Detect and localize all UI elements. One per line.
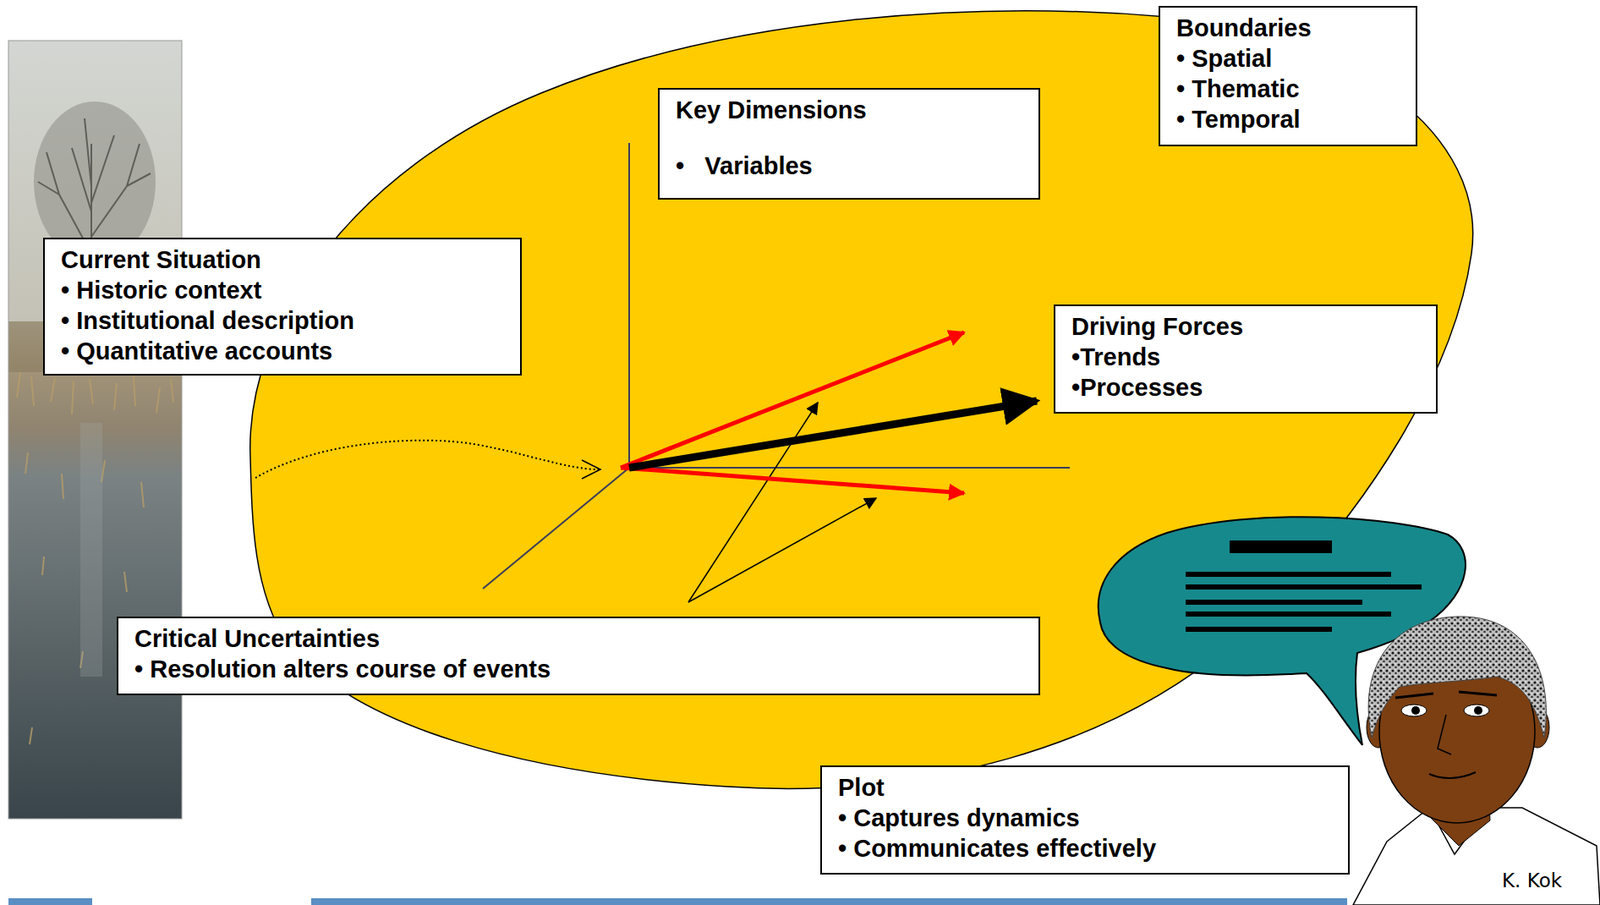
bullet-item: •Trends (1071, 341, 1420, 373)
bullet-item: • Communicates effectively (838, 832, 1332, 864)
text-box: Key Dimensions • Variables (657, 87, 1041, 200)
text-box: Current Situation• Historic context• Ins… (43, 237, 522, 376)
text-box: Driving Forces•Trends•Processes (1053, 304, 1438, 414)
bullet-item: • Captures dynamics (838, 802, 1332, 833)
box-heading: Critical Uncertainties (134, 623, 1023, 654)
author-signature: K. Kok (1501, 869, 1562, 892)
bullet-item: • Variables (675, 150, 1023, 181)
bullet-item: • Temporal (1176, 104, 1400, 135)
bullet-item: • Historic context (60, 274, 505, 306)
text-box: Boundaries• Spatial• Thematic• Temporal (1158, 5, 1418, 147)
text-box: Plot• Captures dynamics• Communicates ef… (820, 765, 1350, 875)
box-heading: Plot (838, 772, 1332, 803)
bullet-item: • Institutional description (60, 305, 505, 336)
bullet-item: •Processes (1071, 372, 1420, 403)
box-heading: Current Situation (60, 244, 505, 275)
bullet-item: • Thematic (1176, 73, 1400, 105)
box-heading: Driving Forces (1071, 311, 1420, 342)
bullet-item: • Resolution alters course of events (134, 653, 1023, 685)
box-heading: Boundaries (1176, 12, 1400, 44)
box-heading: Key Dimensions (675, 94, 1023, 126)
bullet-item: • Quantitative accounts (60, 335, 505, 367)
bullet-item: • Spatial (1176, 43, 1400, 74)
person-drawing (1353, 616, 1600, 905)
text-box: Critical Uncertainties• Resolution alter… (116, 616, 1041, 696)
